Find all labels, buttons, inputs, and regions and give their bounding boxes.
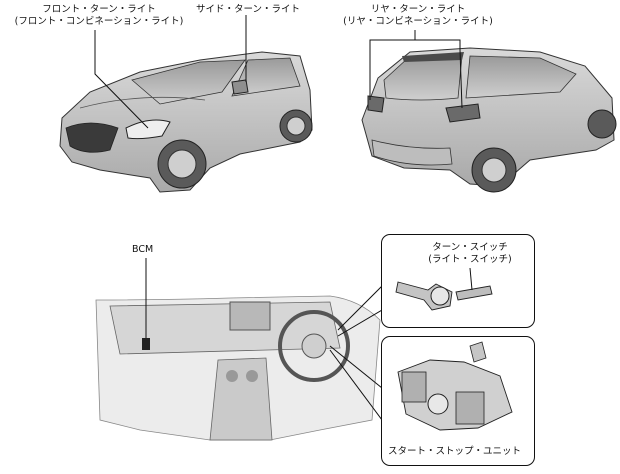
front-turn-light-title: フロント・ターン・ライト bbox=[42, 4, 156, 15]
start-stop-unit-label: スタート・ストップ・ユニット bbox=[388, 446, 522, 457]
turn-switch-subtitle: (ライト・スイッチ) bbox=[428, 254, 512, 265]
rear-turn-light-label: リヤ・ターン・ライト (リヤ・コンビネーション・ライト) bbox=[328, 4, 508, 28]
front-turn-light-label: フロント・ターン・ライト (フロント・コンビネーション・ライト) bbox=[6, 4, 192, 28]
bcm-label: BCM bbox=[132, 244, 154, 255]
front-turn-light-subtitle: (フロント・コンビネーション・ライト) bbox=[14, 16, 184, 27]
rear-turn-light-title: リヤ・ターン・ライト bbox=[370, 4, 466, 15]
turn-switch-label: ターン・スイッチ (ライト・スイッチ) bbox=[420, 242, 520, 266]
rear-turn-light-subtitle: (リヤ・コンビネーション・ライト) bbox=[343, 16, 493, 27]
side-turn-light-label: サイド・ターン・ライト bbox=[196, 4, 301, 15]
turn-switch-callout bbox=[381, 234, 535, 328]
turn-switch-title: ターン・スイッチ bbox=[432, 242, 508, 253]
